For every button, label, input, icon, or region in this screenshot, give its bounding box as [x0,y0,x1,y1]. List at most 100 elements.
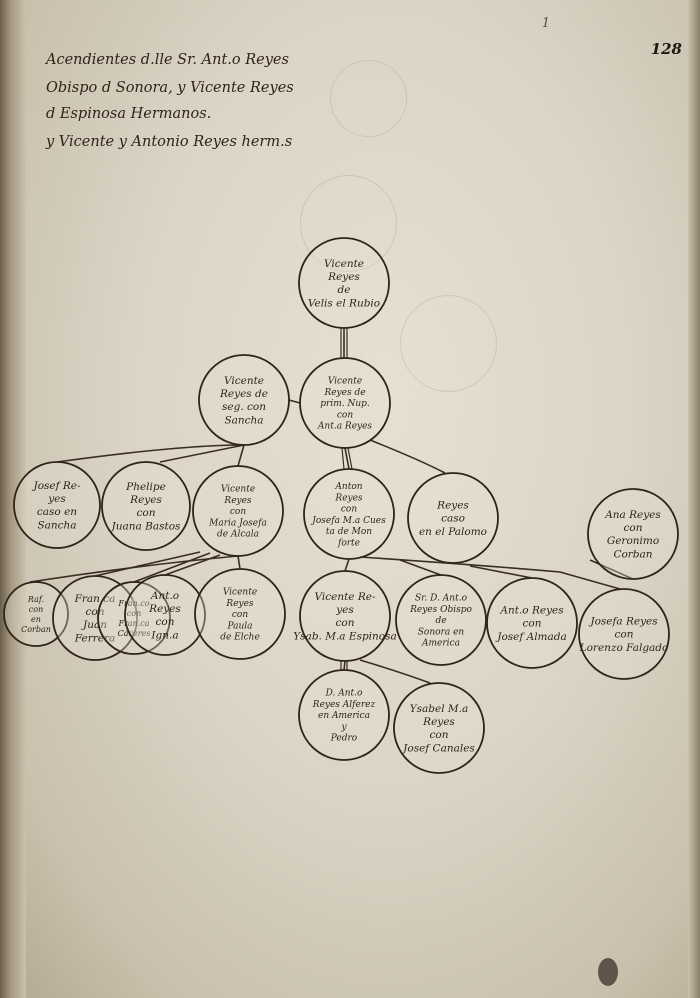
tree-node-circle [393,682,485,774]
tree-node-circle [407,472,499,564]
tree-node-text: Vicente Re- [314,591,376,603]
tree-node-circle [97,581,171,655]
title-line: d Espinosa Hermanos. [46,106,212,122]
tree-node-text: D. Ant.o [325,689,363,699]
tree-node-text: Josef Re- [31,480,80,492]
tree-node-text: Vicente [223,588,257,598]
tree-node-text: Reyes [148,603,181,615]
tree-trunk-line [347,447,353,470]
tree-node-text: Josef Canales [401,742,475,754]
tree-node-text: Reyes [334,493,363,503]
tree-node-circle [194,568,286,660]
tree-node-text: con [523,618,542,630]
tree-node-text: forte [337,538,360,548]
tree-node-text: Josefa M.a Cues [310,516,386,526]
tree-node-circle [587,488,679,580]
tree-node-text: de [338,284,351,296]
tree-connectors [29,328,634,684]
tree-node-text: Lorenzo Falgado [579,642,669,654]
tree-node-text: Ana Reyes [604,509,661,521]
tree-connector-line [237,555,241,570]
tree-node-text: de Alcala [217,530,259,540]
tree-node-text: y [340,722,347,732]
tree-node-text: Ign.a [150,629,178,641]
tree-node-text: Josef Almada [495,631,567,643]
tree-connector-line [369,439,446,474]
tree-node-text: Cáceres [118,629,151,638]
tree-connector-line [343,660,346,671]
tree-node-text: Vicente [224,375,264,387]
tree-connector-line [56,444,245,463]
tree-connector-line [344,447,350,470]
tree-node-text: Phelipe [125,481,166,493]
tree-connector-line [94,551,201,577]
tree-node-text: yes [47,493,66,505]
tree-node-text: Sonora en [418,627,465,637]
tree-node-text: de Elche [220,633,260,643]
tree-node-circle [395,574,487,666]
tree-node-text: con [337,410,353,420]
tree-connector-line [344,558,350,572]
tree-node-text: con [156,616,175,628]
tree-node-text: caso [441,513,465,525]
title-line: Acendientes d.lle Sr. Ant.o Reyes [46,52,289,68]
tree-node: Fran.coconFran.caCáceres [97,581,171,655]
tree-node-circle [52,575,138,661]
tree-node-text: Reyes [436,500,469,512]
tree-node-text: Ferrera [74,632,115,644]
tree-node-text: Sancha [37,519,76,531]
tree-node-text: Fran.co [117,599,149,608]
tree-node-text: con [336,617,355,629]
tree-node-circle [299,570,391,662]
tree-node-text: Vicente [324,258,364,270]
tree-node-text: Juan [81,619,107,631]
tree-node-text: Juana Bastos [110,520,181,532]
tree-node-text: Vicente [328,377,362,387]
tree-node-text: con [230,507,246,517]
folio-small-mark: 1 [541,16,550,31]
folio-number: 128 [650,40,682,58]
tree-node-text: con [615,629,634,641]
tree-node-text: yes [335,604,354,616]
tree-node-text: Ant.a Reyes [317,422,373,432]
tree-node-text: Pedro [330,734,358,744]
tree-node-text: con [137,507,156,519]
tree-connector-line [589,559,634,580]
tree-node-circle [298,237,390,329]
tree-node-circle [124,574,206,656]
tree-node-circle [299,357,391,449]
tree-node-text: Paula [226,621,252,631]
tree-node-text: en America [318,711,370,721]
tree-node-text: caso en [37,506,77,518]
tree-node-text: Velis el Rubio [308,297,380,309]
tree-node-text: Reyes Alferez [312,700,376,710]
tree-node-text: en [31,615,41,624]
tree-node-text: Ant.o [150,590,179,602]
tree-connector-line [399,559,442,576]
tree-node-text: Ysab. M.a Espinosa [293,630,397,642]
tree-node-text: Raf. [27,595,44,604]
tree-node-text: Corban [21,625,51,634]
tree-node-circle [303,468,395,560]
tree-node-text: ta de Mon [326,527,372,537]
tree-node-text: Ant.o Reyes [499,605,564,617]
tree-node-circle [13,461,101,549]
tree-node-text: con [430,729,449,741]
tree-node-text: Vicente [221,485,255,495]
tree-connector-line [288,399,301,404]
tree-node-circle [578,588,670,680]
page-right-edge [688,0,700,998]
title-line: y Vicente y Antonio Reyes herm.s [46,134,293,150]
tree-node-text: Reyes [223,496,252,506]
